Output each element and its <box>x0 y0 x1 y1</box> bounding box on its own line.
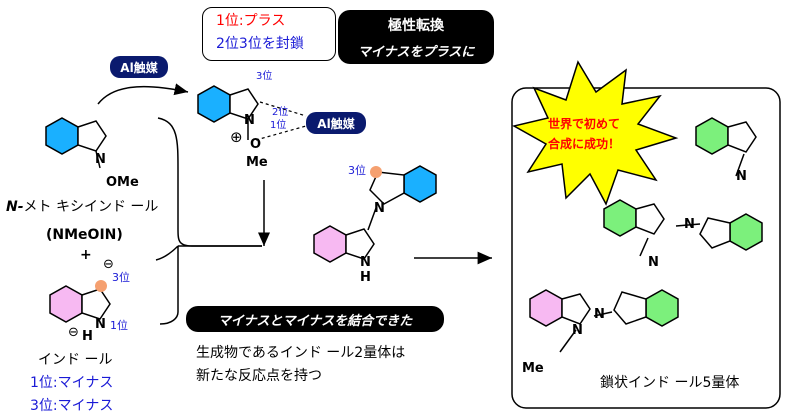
pentamer-structure <box>529 117 763 353</box>
pentamer-n2-label: N <box>684 217 695 232</box>
n-methoxyindole-structure <box>45 117 107 169</box>
intermediate-o-label: O <box>250 137 262 152</box>
info-pos1-plus: 1位:プラス <box>216 13 286 29</box>
starburst-shape <box>511 60 679 206</box>
reagent-abbrev: (NMeOIN) <box>46 227 123 243</box>
intermediate-pos3-label: 3位 <box>256 71 273 82</box>
dimer-caption-line2: 新たな反応点を持つ <box>196 368 322 384</box>
info-box <box>202 7 336 61</box>
indole-minus-charge-n: ⊖ <box>68 325 79 340</box>
combine-badge: マイナスとマイナスを結合できた <box>186 306 444 332</box>
polarity-badge: 極性転換 マイナスをプラスに <box>338 10 494 64</box>
pentamer-panel <box>511 87 781 409</box>
intermediate-me-label: Me <box>246 155 268 170</box>
reagent-name: N-メト キシインド ール <box>6 200 158 214</box>
polarity-title: 極性転換 <box>388 17 444 34</box>
indole-h-label: H <box>82 329 93 344</box>
reagent-n-label: N <box>95 152 106 167</box>
indole-dimer-structure <box>313 165 437 263</box>
indole-pos1-charge: 1位:マイナス <box>30 375 114 391</box>
polarity-subtitle: マイナスをプラスに <box>357 44 475 60</box>
indole-pos3-charge: 3位:マイナス <box>30 398 114 414</box>
starburst-line1: 世界で初めて <box>548 117 621 131</box>
reagent-ome-label: OMe <box>106 175 139 190</box>
plus-sign: + <box>80 247 92 263</box>
indole-name: インド ール <box>38 352 113 368</box>
pentamer-caption: 鎖状インド ール5量体 <box>600 375 740 391</box>
indole-pos3-label: 3位 <box>112 271 130 284</box>
catalyst-badge: Al触媒 <box>110 56 168 78</box>
indole-nh-label: N <box>95 317 106 332</box>
dimer-pos3-highlight <box>370 166 382 178</box>
dimer-caption-line1: 生成物であるインド ール2量体は <box>196 345 406 361</box>
intermediate-catalyst-label: Al触媒 <box>317 116 355 131</box>
combine-badge-label: マイナスとマイナスを結合できた <box>217 313 413 329</box>
pentamer-me-label: Me <box>522 361 544 376</box>
dimer-nh-label: N <box>360 255 371 270</box>
catalyst-coordination-lines <box>259 101 307 117</box>
dimer-pos3-label: 3位 <box>348 164 366 177</box>
dimer-n-label: N <box>374 201 385 216</box>
indole-structure <box>49 280 111 323</box>
indole-pos3-highlight <box>95 280 107 292</box>
intermediate-pos2-label: 2位 <box>272 107 289 118</box>
pentamer-n4-label: N <box>594 307 605 322</box>
dimer-h-label: H <box>360 270 371 285</box>
indole-minus-charge-top: ⊖ <box>103 257 114 272</box>
reagent-name-prefix: N- <box>6 199 24 215</box>
reagent-name-rest: メト キシインド ール <box>23 199 159 215</box>
flow-bracket <box>155 117 262 325</box>
intermediate-n-label: N <box>244 113 255 128</box>
catalyst-badge-label: Al触媒 <box>120 60 158 75</box>
pentamer-n5-label: N <box>572 323 583 338</box>
reagent-to-intermediate-arrow <box>97 83 189 105</box>
indole-pos1-label: 1位 <box>110 319 128 332</box>
starburst-line2: 合成に成功！ <box>548 137 621 151</box>
pentamer-n1-label: N <box>736 169 747 184</box>
info-pos23-blocked: 2位3位を封鎖 <box>216 36 304 52</box>
pentamer-n3-label: N <box>648 255 659 270</box>
intermediate-plus-charge: ⊕ <box>230 128 243 146</box>
intermediate-structure <box>197 85 307 141</box>
intermediate-pos1-label: 1位 <box>270 120 287 131</box>
bracket-top <box>158 104 178 118</box>
intermediate-catalyst-badge: Al触媒 <box>306 112 366 134</box>
